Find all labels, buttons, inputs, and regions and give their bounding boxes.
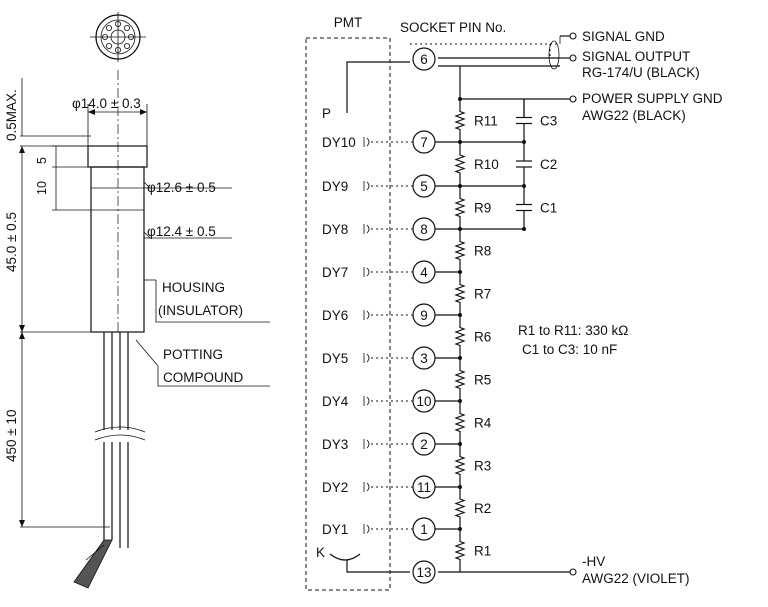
socket-header-label: SOCKET PIN No. <box>400 20 506 35</box>
dynode-label: DY4 <box>322 394 349 409</box>
hv-wire-label: AWG22 (VIOLET) <box>582 571 690 586</box>
resistor-label: R2 <box>474 501 491 516</box>
dim-10-label: 10 <box>35 181 49 195</box>
dynode-symbol <box>363 267 370 277</box>
pin-cathode: 13 <box>412 560 436 584</box>
dynode-label: DY3 <box>322 437 348 452</box>
resistor <box>454 315 466 358</box>
body-length-label: 45.0 ± 0.5 <box>4 212 19 272</box>
dynode-symbol <box>363 181 370 191</box>
power-gnd-wire-label: AWG22 (BLACK) <box>582 108 686 123</box>
mechanical-drawing: φ14.0 ± 0.3 φ12.6 ± 0.5 φ12.4 ± 0.5 0.5M… <box>4 12 270 589</box>
resistor-label: R1 <box>474 544 491 559</box>
hv-label: -HV <box>582 554 605 569</box>
compound-label: COMPOUND <box>163 370 243 385</box>
resistor-label: R6 <box>474 330 491 345</box>
resistor-label: R4 <box>474 416 492 431</box>
dynode-pin-number: 2 <box>420 437 428 452</box>
pin-anode: 6 <box>412 47 436 71</box>
pin-anode-number: 6 <box>420 52 428 67</box>
socket-cap <box>87 145 148 168</box>
resistor <box>454 487 466 529</box>
resistor <box>454 358 466 401</box>
diameter-3-label: φ12.4 ± 0.5 <box>147 224 216 239</box>
capacitor-label: C1 <box>540 201 557 216</box>
resistor <box>454 229 466 272</box>
resistor <box>454 272 466 315</box>
capacitor-label: C3 <box>540 114 557 129</box>
potting-label: POTTING <box>163 347 223 362</box>
pmt-label: PMT <box>334 15 363 30</box>
resistor-label: R3 <box>474 459 491 474</box>
pin-cathode-number: 13 <box>416 565 431 580</box>
capacitor-label: C2 <box>540 157 557 172</box>
dynode-pin-number: 7 <box>420 135 428 150</box>
outer-diameter-label: φ14.0 ± 0.3 <box>72 96 141 111</box>
dynode-pin-number: 4 <box>420 265 428 280</box>
dynode-symbol <box>363 524 370 534</box>
top-margin-label: 0.5MAX. <box>4 89 19 141</box>
dynode-symbol <box>363 310 370 320</box>
dynode-label: DY2 <box>322 480 348 495</box>
cable-length-label: 450 ± 10 <box>4 410 19 462</box>
capacitor-junction <box>522 184 526 188</box>
pmt-box <box>305 37 391 591</box>
resistor-label: R11 <box>474 114 498 129</box>
dynode-pin-number: 10 <box>416 394 431 409</box>
dynode-symbol <box>363 439 370 449</box>
capacitor-junction <box>522 227 526 231</box>
circuit-diagram: PMT SOCKET PIN No. P SIGNAL GND SIGNAL O… <box>305 15 723 591</box>
dynode-symbol <box>363 482 370 492</box>
resistor <box>454 401 466 444</box>
dynode-label: DY9 <box>322 179 348 194</box>
dynode-label: DY10 <box>322 135 356 150</box>
dynode-pin-number: 3 <box>420 351 428 366</box>
resistor-label: R8 <box>474 244 491 259</box>
dynode-symbol <box>363 396 370 406</box>
dynode-label: DY6 <box>322 308 348 323</box>
dynode-pin-number: 5 <box>420 179 428 194</box>
resistor-label: R7 <box>474 287 491 302</box>
anode-p-label: P <box>322 106 331 121</box>
housing-body <box>90 166 145 333</box>
dynode-pin-number: 8 <box>420 222 428 237</box>
resistor <box>454 142 466 186</box>
signal-gnd-label: SIGNAL GND <box>582 29 665 44</box>
dynode-label: DY8 <box>322 222 348 237</box>
capacitor-junction <box>522 140 526 144</box>
resistor-label: R5 <box>474 373 491 388</box>
signal-cable-label: RG-174/U (BLACK) <box>582 65 700 80</box>
dynode-label: DY5 <box>322 351 348 366</box>
dynode-symbol <box>363 137 370 147</box>
power-gnd-label: POWER SUPPLY GND <box>582 91 723 106</box>
dynode-pin-number: 1 <box>420 522 428 537</box>
capacitor-note: C1 to C3: 10 nF <box>522 342 617 357</box>
socket-end-view-icon <box>90 12 146 62</box>
dynode-label: DY1 <box>322 522 348 537</box>
dynode-pin-number: 9 <box>420 308 428 323</box>
housing-label: HOUSING <box>162 280 225 295</box>
resistor <box>454 186 466 229</box>
signal-output-label: SIGNAL OUTPUT <box>582 49 690 64</box>
insulator-label: (INSULATOR) <box>158 303 243 318</box>
dim-5-label: 5 <box>35 157 49 164</box>
dynode-symbol <box>363 224 370 234</box>
resistor-label: R10 <box>474 157 499 172</box>
resistor-label: R9 <box>474 201 491 216</box>
resistor <box>454 444 466 487</box>
dynode-symbol <box>363 353 370 363</box>
cathode-k-label: K <box>316 545 325 560</box>
diameter-2-label: φ12.6 ± 0.5 <box>147 180 216 195</box>
resistor <box>454 99 466 142</box>
dynode-pin-number: 11 <box>417 480 431 495</box>
resistor-note: R1 to R11: 330 kΩ <box>518 323 628 338</box>
resistor <box>454 529 466 572</box>
cable-bundle <box>73 332 146 589</box>
dynode-label: DY7 <box>322 265 348 280</box>
